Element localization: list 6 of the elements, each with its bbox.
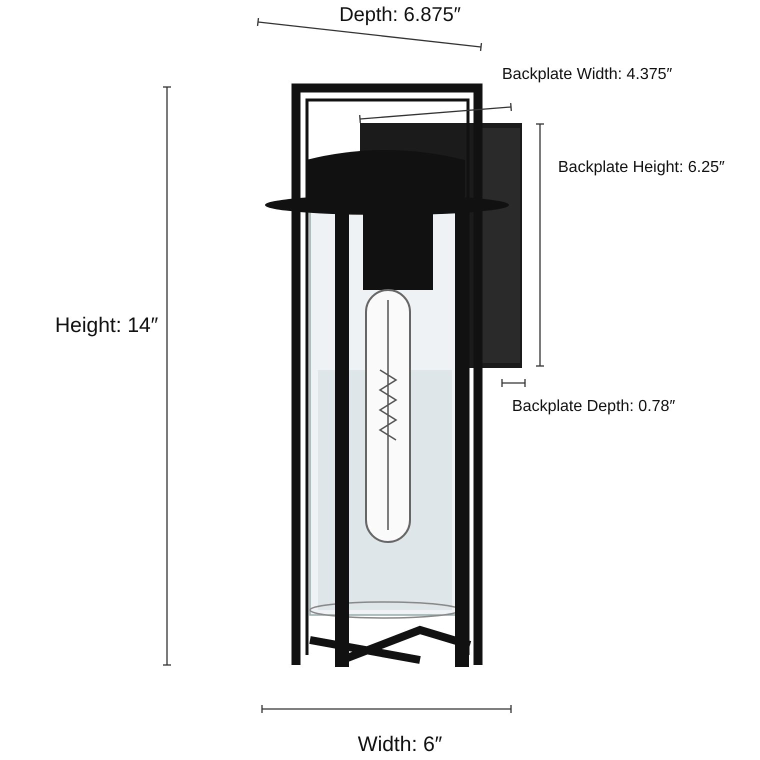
dimension-label: Depth: 6.875″ (338, 3, 462, 27)
dimension-label: Backplate Depth: 0.78″ (512, 397, 676, 416)
dimension-label: Backplate Width: 4.375″ (502, 65, 674, 84)
dimension-label: Backplate Height: 6.25″ (558, 158, 726, 178)
dimension-label: Width: 6″ (356, 732, 444, 758)
dimension-label: Height: 14″ (55, 313, 160, 338)
